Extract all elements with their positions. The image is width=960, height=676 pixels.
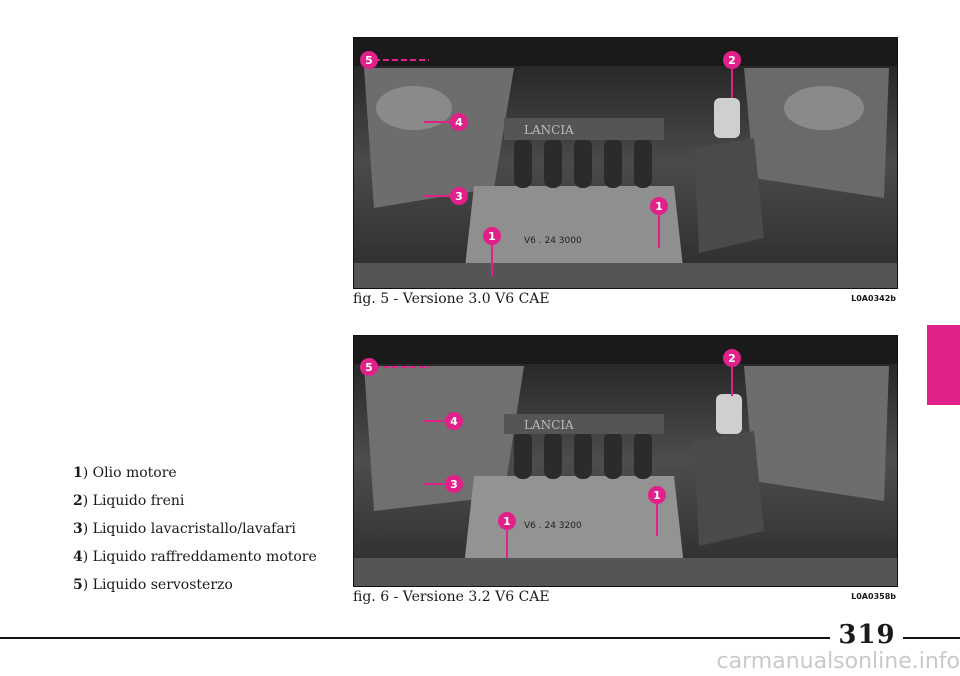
brand-plate-text: LANCIA (524, 123, 574, 137)
footer-rule-left (0, 637, 830, 639)
brand-plate-text: LANCIA (524, 418, 574, 432)
legend-item-3: 3) Liquido lavacristallo/lavafari (73, 521, 296, 537)
engine-bay-illustration: LANCIA V6 . 24 3000 5 2 4 3 1 1 (354, 38, 897, 288)
chapter-tab (927, 325, 960, 405)
legend-item-2: 2) Liquido freni (73, 493, 185, 509)
caption-text: fig. 5 - Versione 3.0 V6 CAE (353, 291, 550, 307)
figure-caption-6: fig. 6 - Versione 3.2 V6 CAE L0A0358b (353, 589, 896, 609)
legend-item-4: 4) Liquido raffreddamento motore (73, 549, 317, 565)
engine-cover-text: V6 . 24 3000 (524, 236, 582, 246)
marker-1b: 1 (655, 200, 663, 213)
page-number: 319 (838, 620, 896, 650)
engine-cover-text: V6 . 24 3200 (524, 521, 582, 531)
marker-3: 3 (455, 190, 463, 203)
caption-text: fig. 6 - Versione 3.2 V6 CAE (353, 589, 550, 605)
marker-4: 4 (455, 116, 463, 129)
footer-rule-right (903, 637, 960, 639)
legend-item-1: 1) Olio motore (73, 465, 177, 481)
engine-photo-fig6: LANCIA V6 . 24 3200 5 2 4 3 1 1 (353, 335, 898, 587)
watermark-text: carmanualsonline.info (716, 649, 960, 674)
legend-list: 1) Olio motore 2) Liquido freni 3) Liqui… (73, 459, 343, 599)
image-code: L0A0358b (851, 592, 896, 601)
marker-4: 4 (450, 415, 458, 428)
marker-2: 2 (728, 54, 736, 67)
marker-1b: 1 (653, 489, 661, 502)
engine-bay-illustration: LANCIA V6 . 24 3200 5 2 4 3 1 1 (354, 336, 897, 586)
marker-2: 2 (728, 352, 736, 365)
marker-3: 3 (450, 478, 458, 491)
legend-item-5: 5) Liquido servosterzo (73, 577, 233, 593)
marker-5: 5 (365, 361, 373, 374)
engine-photo-fig5: LANCIA V6 . 24 3000 5 2 4 3 1 1 (353, 37, 898, 289)
figure-caption-5: fig. 5 - Versione 3.0 V6 CAE L0A0342b (353, 291, 896, 311)
marker-1a: 1 (503, 515, 511, 528)
marker-5: 5 (365, 54, 373, 67)
image-code: L0A0342b (851, 294, 896, 303)
marker-1a: 1 (488, 230, 496, 243)
